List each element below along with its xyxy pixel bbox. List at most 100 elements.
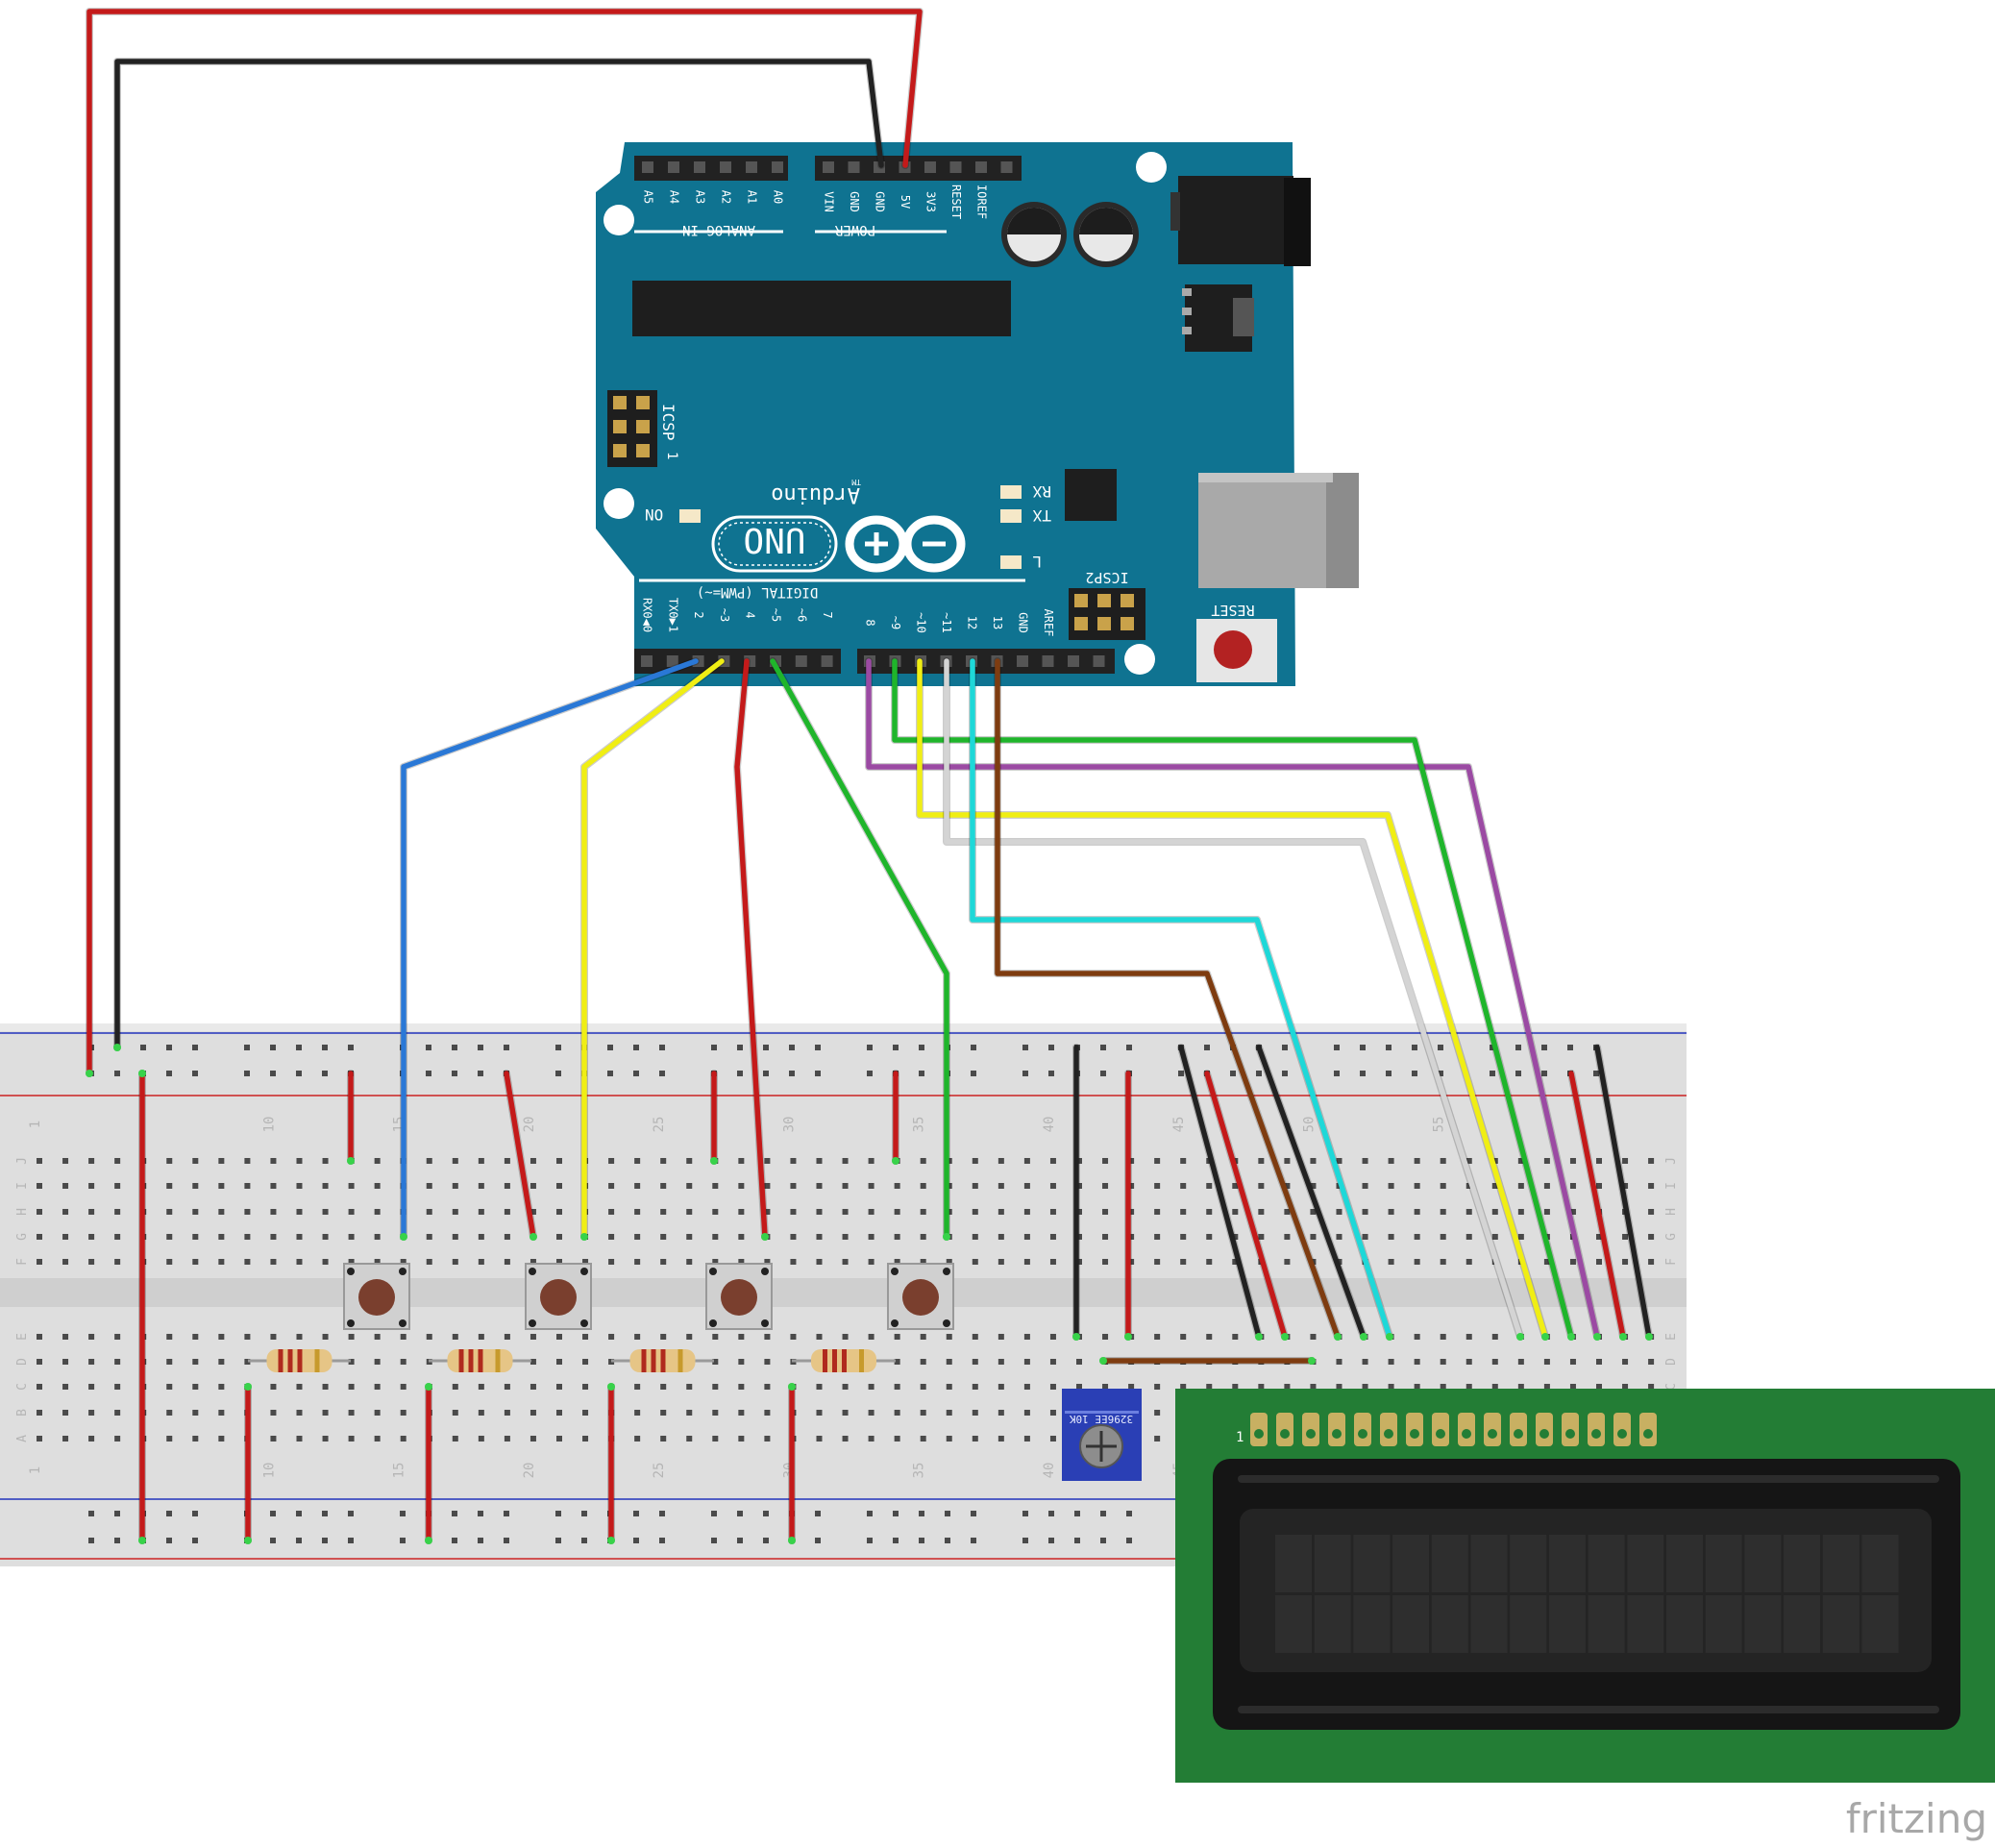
- capacitor: [1001, 202, 1067, 267]
- breadboard-row-letters: JJIIHHGGFFEEDDCCBBAA: [15, 1157, 1679, 1442]
- wire-pin2: [401, 658, 699, 1240]
- lcd-cell: [1510, 1535, 1547, 1592]
- wire-pin9: [892, 658, 1574, 1340]
- digital-header-label: DIGITAL (PWM=~): [697, 584, 818, 600]
- wire-pin12: [970, 658, 1392, 1340]
- l-led: [1000, 555, 1022, 569]
- row-letter: I: [15, 1182, 30, 1190]
- wire-rail: [1568, 1071, 1626, 1340]
- column-number: 15: [392, 1463, 407, 1479]
- lcd-cell: [1861, 1535, 1899, 1592]
- row-letter: H: [15, 1208, 30, 1216]
- usb-chip: [1065, 469, 1117, 521]
- digital-pin-label: TX0▶1: [666, 598, 679, 632]
- push-button[interactable]: [705, 1263, 773, 1330]
- power-header: [815, 156, 1022, 181]
- icsp2-label: ICSP2: [1085, 569, 1128, 586]
- lcd-cell: [1784, 1535, 1821, 1592]
- lcd-16x2: 1: [1175, 1389, 1995, 1783]
- push-button[interactable]: [343, 1263, 410, 1330]
- digital-pin-label: AREF: [1042, 609, 1055, 637]
- reset-button[interactable]: [1196, 619, 1277, 682]
- uno-badge: [711, 515, 838, 573]
- lcd-cell: [1588, 1595, 1625, 1653]
- wire-pin10: [917, 658, 1548, 1340]
- row-letter: J: [15, 1157, 30, 1165]
- column-number: 40: [1042, 1463, 1057, 1479]
- row-letter: F: [15, 1258, 30, 1266]
- lcd-cell: [1314, 1535, 1351, 1592]
- tm-label: TM: [851, 478, 861, 486]
- column-number: 25: [652, 1117, 667, 1133]
- row-letter: E: [15, 1333, 30, 1341]
- column-number: 1: [28, 1121, 43, 1128]
- digital-pin-label: GND: [1017, 612, 1030, 633]
- column-number: 45: [1171, 1117, 1187, 1133]
- lcd-cell: [1470, 1595, 1508, 1653]
- lcd-cell: [1744, 1595, 1782, 1653]
- lcd-cell: [1431, 1535, 1468, 1592]
- lcd-cell: [1392, 1535, 1430, 1592]
- lcd-character-cells: [1275, 1535, 1899, 1653]
- column-number: 25: [652, 1463, 667, 1479]
- analog-header: [634, 156, 788, 181]
- analog-pin-label: A1: [746, 190, 759, 204]
- lcd-cell: [1392, 1595, 1430, 1653]
- column-number: 50: [1301, 1117, 1317, 1133]
- lcd-cell: [1627, 1595, 1664, 1653]
- l-led-label: L: [1032, 553, 1042, 571]
- push-button[interactable]: [525, 1263, 592, 1330]
- tx-led-label: TX: [1032, 506, 1051, 525]
- mounting-hole: [603, 205, 634, 235]
- lcd-cell: [1588, 1535, 1625, 1592]
- row-letter: A: [15, 1435, 30, 1442]
- lcd-cell: [1275, 1535, 1312, 1592]
- power-pin-label: IOREF: [975, 185, 989, 219]
- push-button[interactable]: [887, 1263, 954, 1330]
- digital-pin-label: 2: [692, 611, 705, 618]
- breadboard: 1110101515202025253030353540404545505055…: [0, 1023, 1687, 1566]
- wire-pin13: [995, 658, 1341, 1340]
- lcd-cell: [1548, 1535, 1586, 1592]
- analog-pin-label: A4: [668, 190, 681, 204]
- tx-led: [1000, 509, 1022, 523]
- potentiometer-label: 3296EE 10K: [1070, 1413, 1134, 1425]
- analog-pin-label: A5: [642, 190, 655, 204]
- lcd-cell: [1353, 1595, 1391, 1653]
- row-letter: F: [1664, 1258, 1679, 1266]
- wire-rail: [1256, 1045, 1367, 1340]
- lcd-cell: [1627, 1535, 1664, 1592]
- power-pin-label: GND: [874, 191, 887, 212]
- wire-pin11: [944, 658, 1523, 1340]
- digital-pin-label: ~5: [770, 608, 783, 622]
- wire-rail: [504, 1071, 536, 1240]
- fritzing-watermark: fritzing: [1845, 1795, 1987, 1842]
- capacitor: [1073, 202, 1139, 267]
- lcd-cell: [1510, 1595, 1547, 1653]
- row-letter: J: [1664, 1157, 1679, 1165]
- rx-led: [1000, 485, 1022, 499]
- lcd-cell: [1744, 1535, 1782, 1592]
- icsp-header: [607, 390, 657, 467]
- usb-connector: [1198, 473, 1359, 588]
- icsp-pin1-label: 1: [664, 452, 679, 459]
- row-letter: C: [15, 1383, 30, 1391]
- lcd-cell: [1822, 1535, 1860, 1592]
- on-led: [679, 509, 701, 523]
- digital-pin-label: ~10: [915, 612, 928, 633]
- digital-pin-label: ~6: [795, 608, 808, 622]
- column-number: 35: [912, 1117, 927, 1133]
- power-header-label: POWER: [834, 222, 875, 237]
- lcd-cell: [1705, 1535, 1742, 1592]
- uno-label: UNO: [743, 520, 805, 559]
- row-letter: D: [15, 1358, 30, 1366]
- row-letter: E: [1664, 1333, 1679, 1341]
- wire-pin8: [866, 658, 1600, 1340]
- lcd-cell: [1784, 1595, 1821, 1653]
- row-letter: G: [15, 1233, 30, 1241]
- resistor: [429, 1349, 531, 1372]
